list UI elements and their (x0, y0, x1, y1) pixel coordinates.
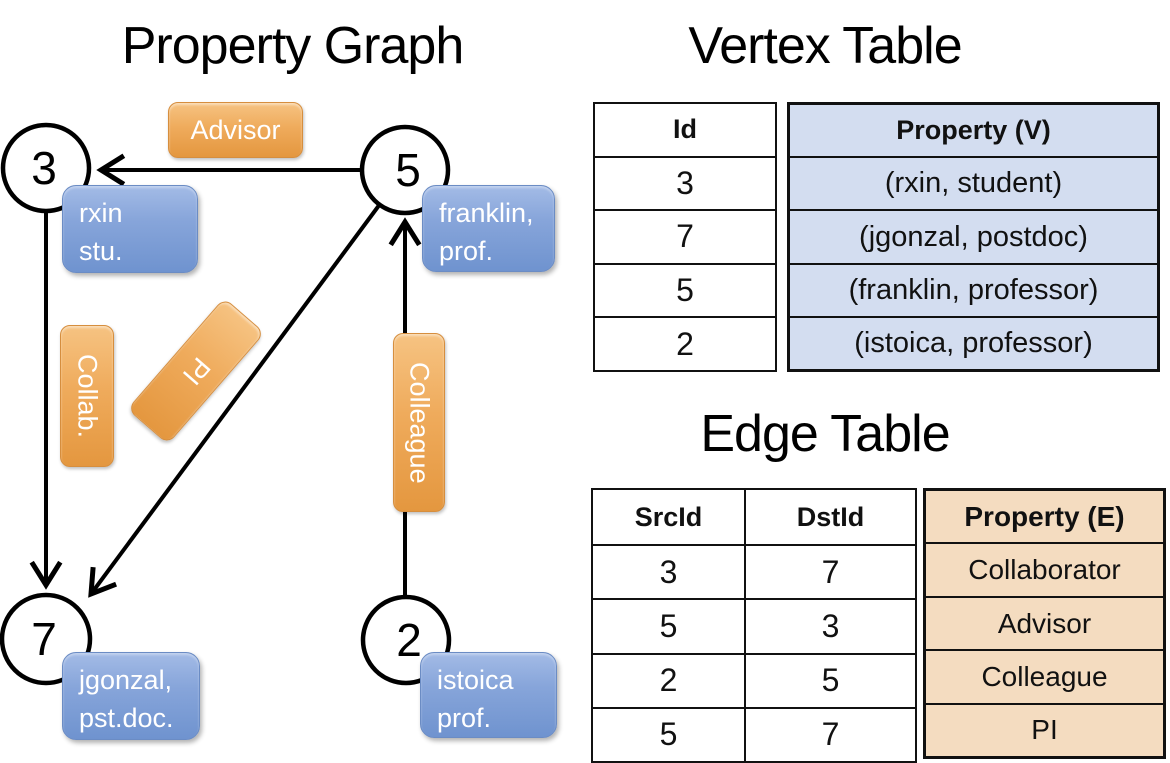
edge-table-src-cell: 5 (593, 706, 744, 761)
edge-table-dst-cell: 7 (744, 706, 915, 761)
vertex-table-id-cell: 5 (595, 262, 775, 317)
advisor-edge-label: Advisor (168, 102, 303, 158)
vertex-node-5-id: 5 (395, 144, 421, 196)
vertex-table-id-cell: 3 (595, 155, 775, 210)
edge-table-dst-header: DstId (744, 490, 915, 545)
edge-table-dst-cell: 5 (744, 652, 915, 707)
edge-table-property-cell: Advisor (926, 595, 1163, 650)
edge-pi-5-to-7 (88, 202, 382, 598)
colleague-edge-label: Colleague (393, 333, 445, 512)
edge-table-property-header: Property (E) (926, 491, 1163, 543)
vertex-table-property-cell: (jgonzal, postdoc) (790, 209, 1157, 263)
vertex-table-property-column: Property (V) (rxin, student) (jgonzal, p… (787, 102, 1160, 372)
vertex-table-id-header: Id (673, 114, 697, 145)
vertex-table-id-cell: 7 (595, 209, 775, 263)
edge-table-dst-cell: 3 (744, 598, 915, 653)
edge-table-src-cell: 3 (593, 544, 744, 598)
vertex-prop-line: istoica (437, 665, 514, 695)
vertex-prop-line: rxin (79, 198, 123, 228)
vertex-prop-line: stu. (79, 236, 123, 266)
vertex-table-title: Vertex Table (688, 17, 962, 75)
vertex-node-7-id: 7 (31, 613, 57, 665)
vertex-node-3-id: 3 (31, 142, 57, 194)
edge-table-title: Edge Table (700, 405, 950, 463)
edge-table-src-cell: 5 (593, 598, 744, 652)
vertex-table-property-cell: (rxin, student) (790, 156, 1157, 210)
vertex-prop-line: pst.doc. (79, 703, 174, 733)
vertex-table-property-cell: (franklin, professor) (790, 262, 1157, 316)
vertex-prop-box-rxin: rxin stu. (62, 185, 198, 273)
edge-table-property-cell: Collaborator (926, 542, 1163, 596)
edge-table-dst-cell: 7 (744, 544, 915, 599)
edge-table-src-cell: 2 (593, 652, 744, 707)
edge-table-property-column: Property (E) Collaborator Advisor Collea… (923, 488, 1166, 759)
edge-table-ids-box: SrcId DstId 3 7 5 3 2 5 5 7 (591, 488, 917, 763)
vertex-prop-line: jgonzal, (79, 665, 173, 695)
edge-table-property-cell: Colleague (926, 649, 1163, 703)
property-graph-canvas: 3 5 7 2 (0, 122, 452, 686)
vertex-prop-box-franklin: franklin, prof. (422, 185, 555, 272)
vertex-prop-box-jgonzal: jgonzal, pst.doc. (62, 652, 200, 740)
edge-table-property-cell: PI (926, 702, 1163, 757)
vertex-prop-line: franklin, (439, 198, 534, 228)
collab-edge-label: Collab. (60, 325, 114, 467)
vertex-table-property-cell: (istoica, professor) (790, 315, 1157, 370)
vertex-node-2-id: 2 (396, 614, 422, 666)
vertex-table-property-header: Property (V) (790, 105, 1157, 157)
property-graph-title: Property Graph (121, 17, 465, 75)
edge-table-src-header: SrcId (634, 501, 703, 532)
vertex-prop-line: prof. (439, 236, 494, 266)
vertex-prop-box-istoica: istoica prof. (420, 652, 557, 738)
vertex-table-id-column: Id 3 7 5 2 (593, 102, 777, 372)
vertex-prop-line: prof. (437, 703, 492, 733)
vertex-table-id-cell: 2 (595, 316, 775, 370)
